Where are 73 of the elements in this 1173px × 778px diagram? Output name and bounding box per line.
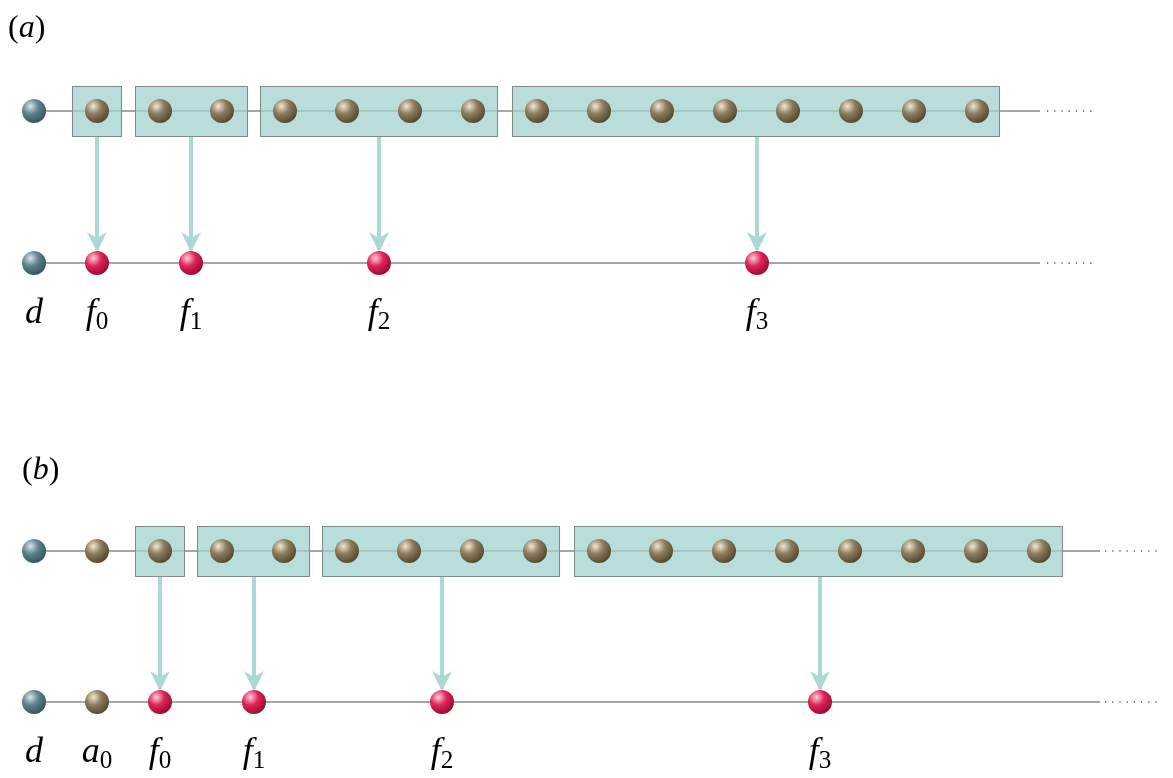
group-box <box>512 86 1000 137</box>
sphere <box>650 99 675 123</box>
sphere <box>147 99 172 123</box>
variable-label: f$_{1}$ <box>242 732 266 773</box>
arrow <box>87 137 107 252</box>
group-box <box>135 86 248 137</box>
variable-label: d <box>25 732 43 768</box>
sphere <box>85 251 109 275</box>
group-box <box>260 86 498 137</box>
sphere <box>334 539 359 563</box>
sphere <box>210 99 235 123</box>
sphere <box>147 539 172 563</box>
variable-label: f$_{3}$ <box>745 293 769 334</box>
sphere <box>808 690 832 714</box>
variable-label: f$_{2}$ <box>430 732 454 773</box>
sphere <box>398 99 423 123</box>
arrow <box>810 577 830 691</box>
arrow <box>181 137 201 252</box>
sphere <box>22 251 46 275</box>
sphere <box>335 99 360 123</box>
arrow <box>150 577 170 691</box>
group-box <box>322 526 560 577</box>
sphere <box>775 539 800 563</box>
group-box <box>197 526 310 577</box>
sphere <box>963 539 988 563</box>
arrow <box>244 577 264 691</box>
sphere <box>430 690 454 714</box>
sphere <box>523 539 548 563</box>
sphere <box>85 690 109 714</box>
variable-label: f$_{1}$ <box>179 293 203 334</box>
sphere <box>745 251 769 275</box>
sphere <box>901 539 925 563</box>
sphere <box>524 99 549 123</box>
variable-label: f$_{0}$ <box>85 293 109 334</box>
sphere <box>839 99 863 123</box>
arrow <box>747 137 767 252</box>
sphere <box>713 99 738 123</box>
sphere <box>838 539 863 563</box>
sphere <box>242 690 266 714</box>
sphere <box>85 539 109 563</box>
variable-label: a$_{0}$ <box>81 732 113 773</box>
sphere <box>84 99 109 123</box>
sphere <box>397 539 422 563</box>
arrow <box>369 137 389 252</box>
variable-label: f$_{2}$ <box>367 293 391 334</box>
sphere <box>272 99 297 123</box>
group-box <box>574 526 1063 577</box>
sphere <box>209 539 234 563</box>
variable-label: d <box>25 293 43 329</box>
sphere <box>148 690 172 714</box>
sphere <box>460 539 485 563</box>
group-box <box>72 86 122 137</box>
sphere <box>461 99 486 123</box>
sphere <box>776 99 801 123</box>
panel-label: (a) <box>8 10 46 42</box>
sphere <box>586 539 611 563</box>
variable-label: f$_{3}$ <box>808 732 832 773</box>
sphere <box>649 539 674 563</box>
sphere <box>712 539 737 563</box>
sphere <box>367 251 391 275</box>
sphere <box>964 99 989 123</box>
sphere <box>22 690 46 714</box>
sphere <box>272 539 297 563</box>
sphere <box>179 251 203 275</box>
group-box <box>135 526 185 577</box>
variable-label: f$_{0}$ <box>148 732 172 773</box>
sphere <box>22 99 46 123</box>
panel-label: (b) <box>22 452 60 484</box>
sphere <box>587 99 612 123</box>
sphere <box>22 539 46 563</box>
arrow <box>432 577 452 691</box>
sphere <box>901 99 926 123</box>
sphere <box>1026 539 1051 563</box>
